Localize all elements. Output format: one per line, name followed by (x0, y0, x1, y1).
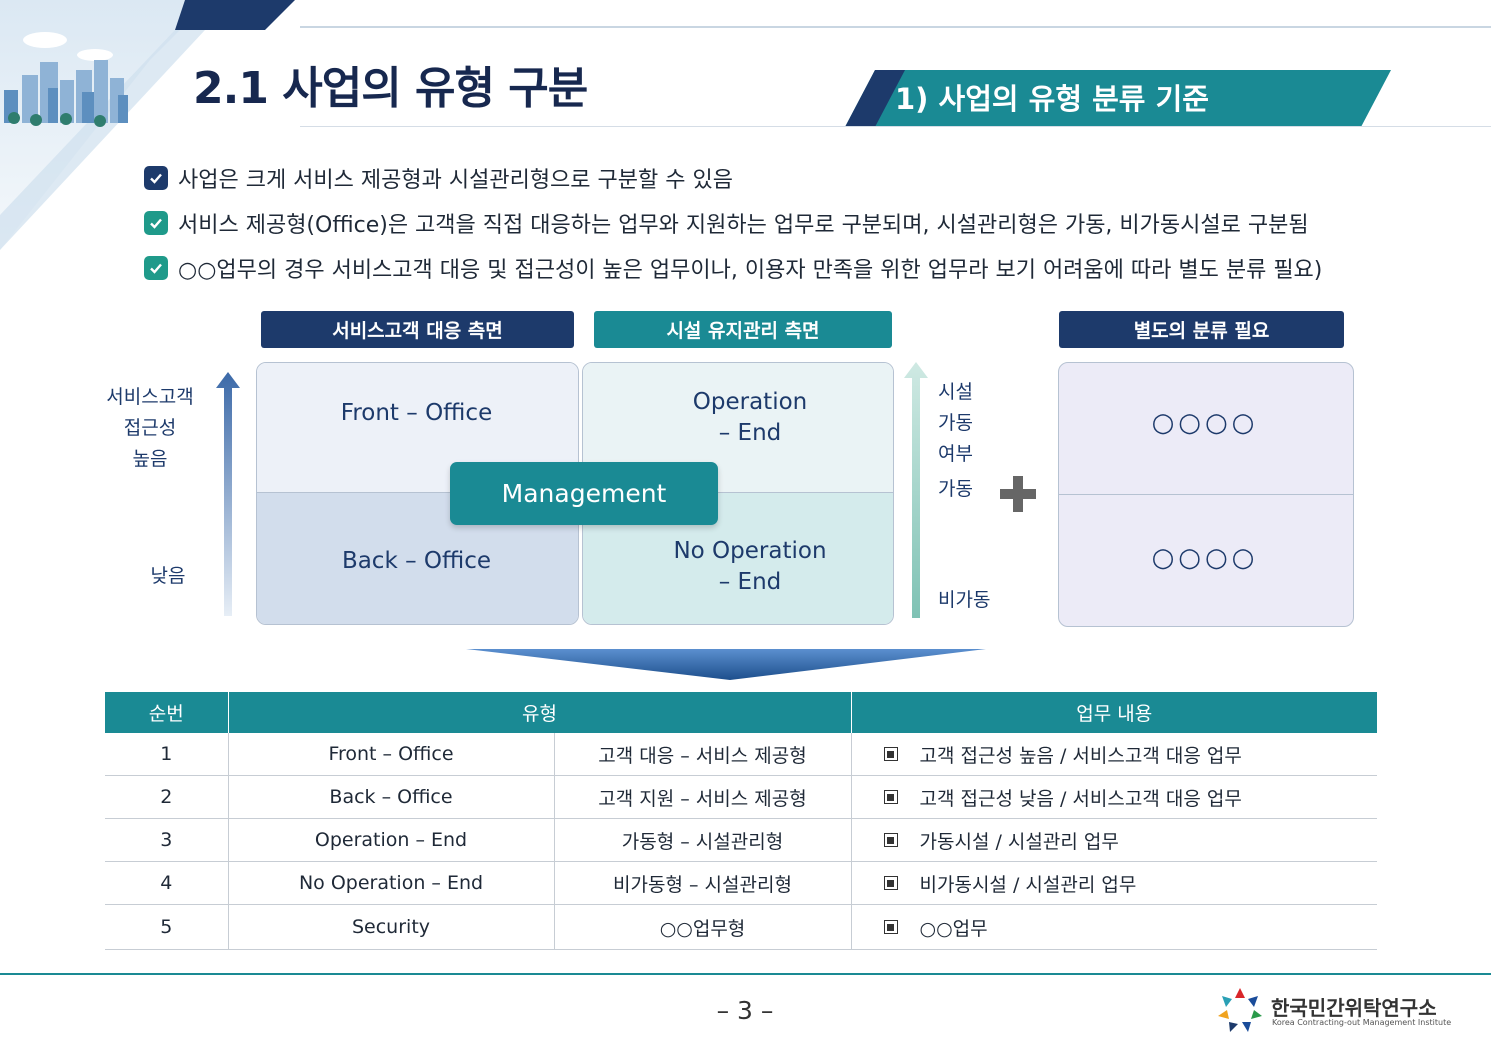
placeholder-circles-bottom: ○○○○ (1151, 543, 1259, 573)
square-bullet-icon (883, 790, 898, 804)
cell-no: 4 (105, 861, 229, 905)
institute-name: 한국민간위탁연구소 (1271, 996, 1437, 1020)
page-number: – 3 – (716, 996, 774, 1025)
section-banner (845, 70, 1391, 127)
square-bullet-icon (883, 876, 898, 890)
bullet-item: 사업은 크게 서비스 제공형과 시설관리형으로 구분할 수 있음 (144, 162, 733, 194)
table-row: 3 Operation – End 가동형 – 시설관리형 가동시설 / 시설관… (105, 818, 1377, 862)
cell-type: Security (228, 904, 555, 950)
table-row: 4 No Operation – End 비가동형 – 시설관리형 비가동시설 … (105, 861, 1377, 905)
top-rule (300, 26, 1491, 28)
table-row: 1 Front – Office 고객 대응 – 서비스 제공형 고객 접근성 … (105, 733, 1377, 776)
table-row: 5 Security ○○업무형 ○○업무 (105, 904, 1377, 950)
header-type: 유형 (228, 692, 852, 733)
cell-subtype: 고객 지원 – 서비스 제공형 (554, 775, 852, 819)
axis-right-inactive: 비가동 (938, 589, 991, 611)
cell-no: 1 (105, 733, 229, 776)
table-header-row: 순번 유형 업무 내용 (105, 692, 1377, 733)
bullet-text: 사업은 크게 서비스 제공형과 시설관리형으로 구분할 수 있음 (178, 168, 733, 193)
bullet-item: 서비스 제공형(Office)은 고객을 직접 대응하는 업무와 지원하는 업무… (144, 207, 1309, 239)
axis-left-title: 서비스고객 접근성 높음 (106, 386, 194, 470)
page-title: 2.1 사업의 유형 구분 (193, 63, 588, 114)
cell-no: 3 (105, 818, 229, 862)
column-label-service: 서비스고객 대응 측면 (261, 311, 574, 348)
square-bullet-icon (883, 833, 898, 847)
service-quadrant (256, 362, 579, 625)
institute-logo-icon (1218, 988, 1262, 1032)
header-no: 순번 (105, 692, 229, 733)
cell-subtype: 가동형 – 시설관리형 (554, 818, 852, 862)
cell-no: 2 (105, 775, 229, 819)
cell-no: 5 (105, 904, 229, 950)
square-bullet-icon (883, 920, 898, 934)
cell-desc: 비가동시설 / 시설관리 업무 (851, 861, 1377, 905)
header-rule (300, 126, 1491, 127)
axis-right-active: 가동 (938, 478, 973, 500)
back-office-label: Back – Office (341, 548, 492, 574)
down-chevron-icon (466, 649, 986, 680)
axis-left-low: 낮음 (150, 565, 186, 587)
type-table: 순번 유형 업무 내용 1 Front – Office 고객 대응 – 서비스… (105, 692, 1377, 950)
plus-icon (1000, 476, 1036, 512)
cell-subtype: 고객 대응 – 서비스 제공형 (554, 733, 852, 776)
accessibility-arrow (216, 372, 240, 616)
checkbox-checked-icon (144, 256, 168, 280)
header-desc: 업무 내용 (851, 692, 1377, 733)
bullet-text: ○○업무의 경우 서비스고객 대응 및 접근성이 높은 업무이나, 이용자 만족… (178, 258, 1323, 283)
checkbox-checked-icon (144, 166, 168, 190)
separate-quadrant (1058, 362, 1354, 627)
cell-type: No Operation – End (228, 861, 555, 905)
axis-right-title: 시설 가동 여부 (938, 381, 973, 465)
bullet-item: ○○업무의 경우 서비스고객 대응 및 접근성이 높은 업무이나, 이용자 만족… (144, 252, 1322, 284)
cell-desc: 고객 접근성 낮음 / 서비스고객 대응 업무 (851, 775, 1377, 819)
column-label-separate: 별도의 분류 필요 (1059, 311, 1344, 348)
institute-subtitle: Korea Contracting-out Management Institu… (1272, 1018, 1452, 1027)
bullet-text: 서비스 제공형(Office)은 고객을 직접 대응하는 업무와 지원하는 업무… (178, 213, 1309, 238)
cell-desc: 가동시설 / 시설관리 업무 (851, 818, 1377, 862)
cell-desc: 고객 접근성 높음 / 서비스고객 대응 업무 (851, 733, 1377, 776)
cell-desc: ○○업무 (851, 904, 1377, 950)
cell-type: Operation – End (228, 818, 555, 862)
column-label-facility: 시설 유지관리 측면 (594, 311, 892, 348)
management-box: Management (450, 462, 718, 525)
no-operation-end-label: No Operation – End (673, 538, 827, 595)
square-bullet-icon (883, 747, 898, 761)
cell-type: Back – Office (228, 775, 555, 819)
front-office-label: Front – Office (340, 400, 493, 426)
operation-arrow (904, 362, 928, 618)
cell-subtype: ○○업무형 (554, 904, 852, 950)
section-heading: 1) 사업의 유형 분류 기준 (895, 82, 1209, 116)
cell-subtype: 비가동형 – 시설관리형 (554, 861, 852, 905)
cell-type: Front – Office (228, 733, 555, 776)
operation-end-label: Operation – End (692, 389, 808, 446)
table-row: 2 Back – Office 고객 지원 – 서비스 제공형 고객 접근성 낮… (105, 775, 1377, 819)
placeholder-circles-top: ○○○○ (1151, 408, 1259, 438)
checkbox-checked-icon (144, 211, 168, 235)
footer-rule (0, 973, 1491, 975)
city-skyline-decoration (0, 0, 295, 250)
